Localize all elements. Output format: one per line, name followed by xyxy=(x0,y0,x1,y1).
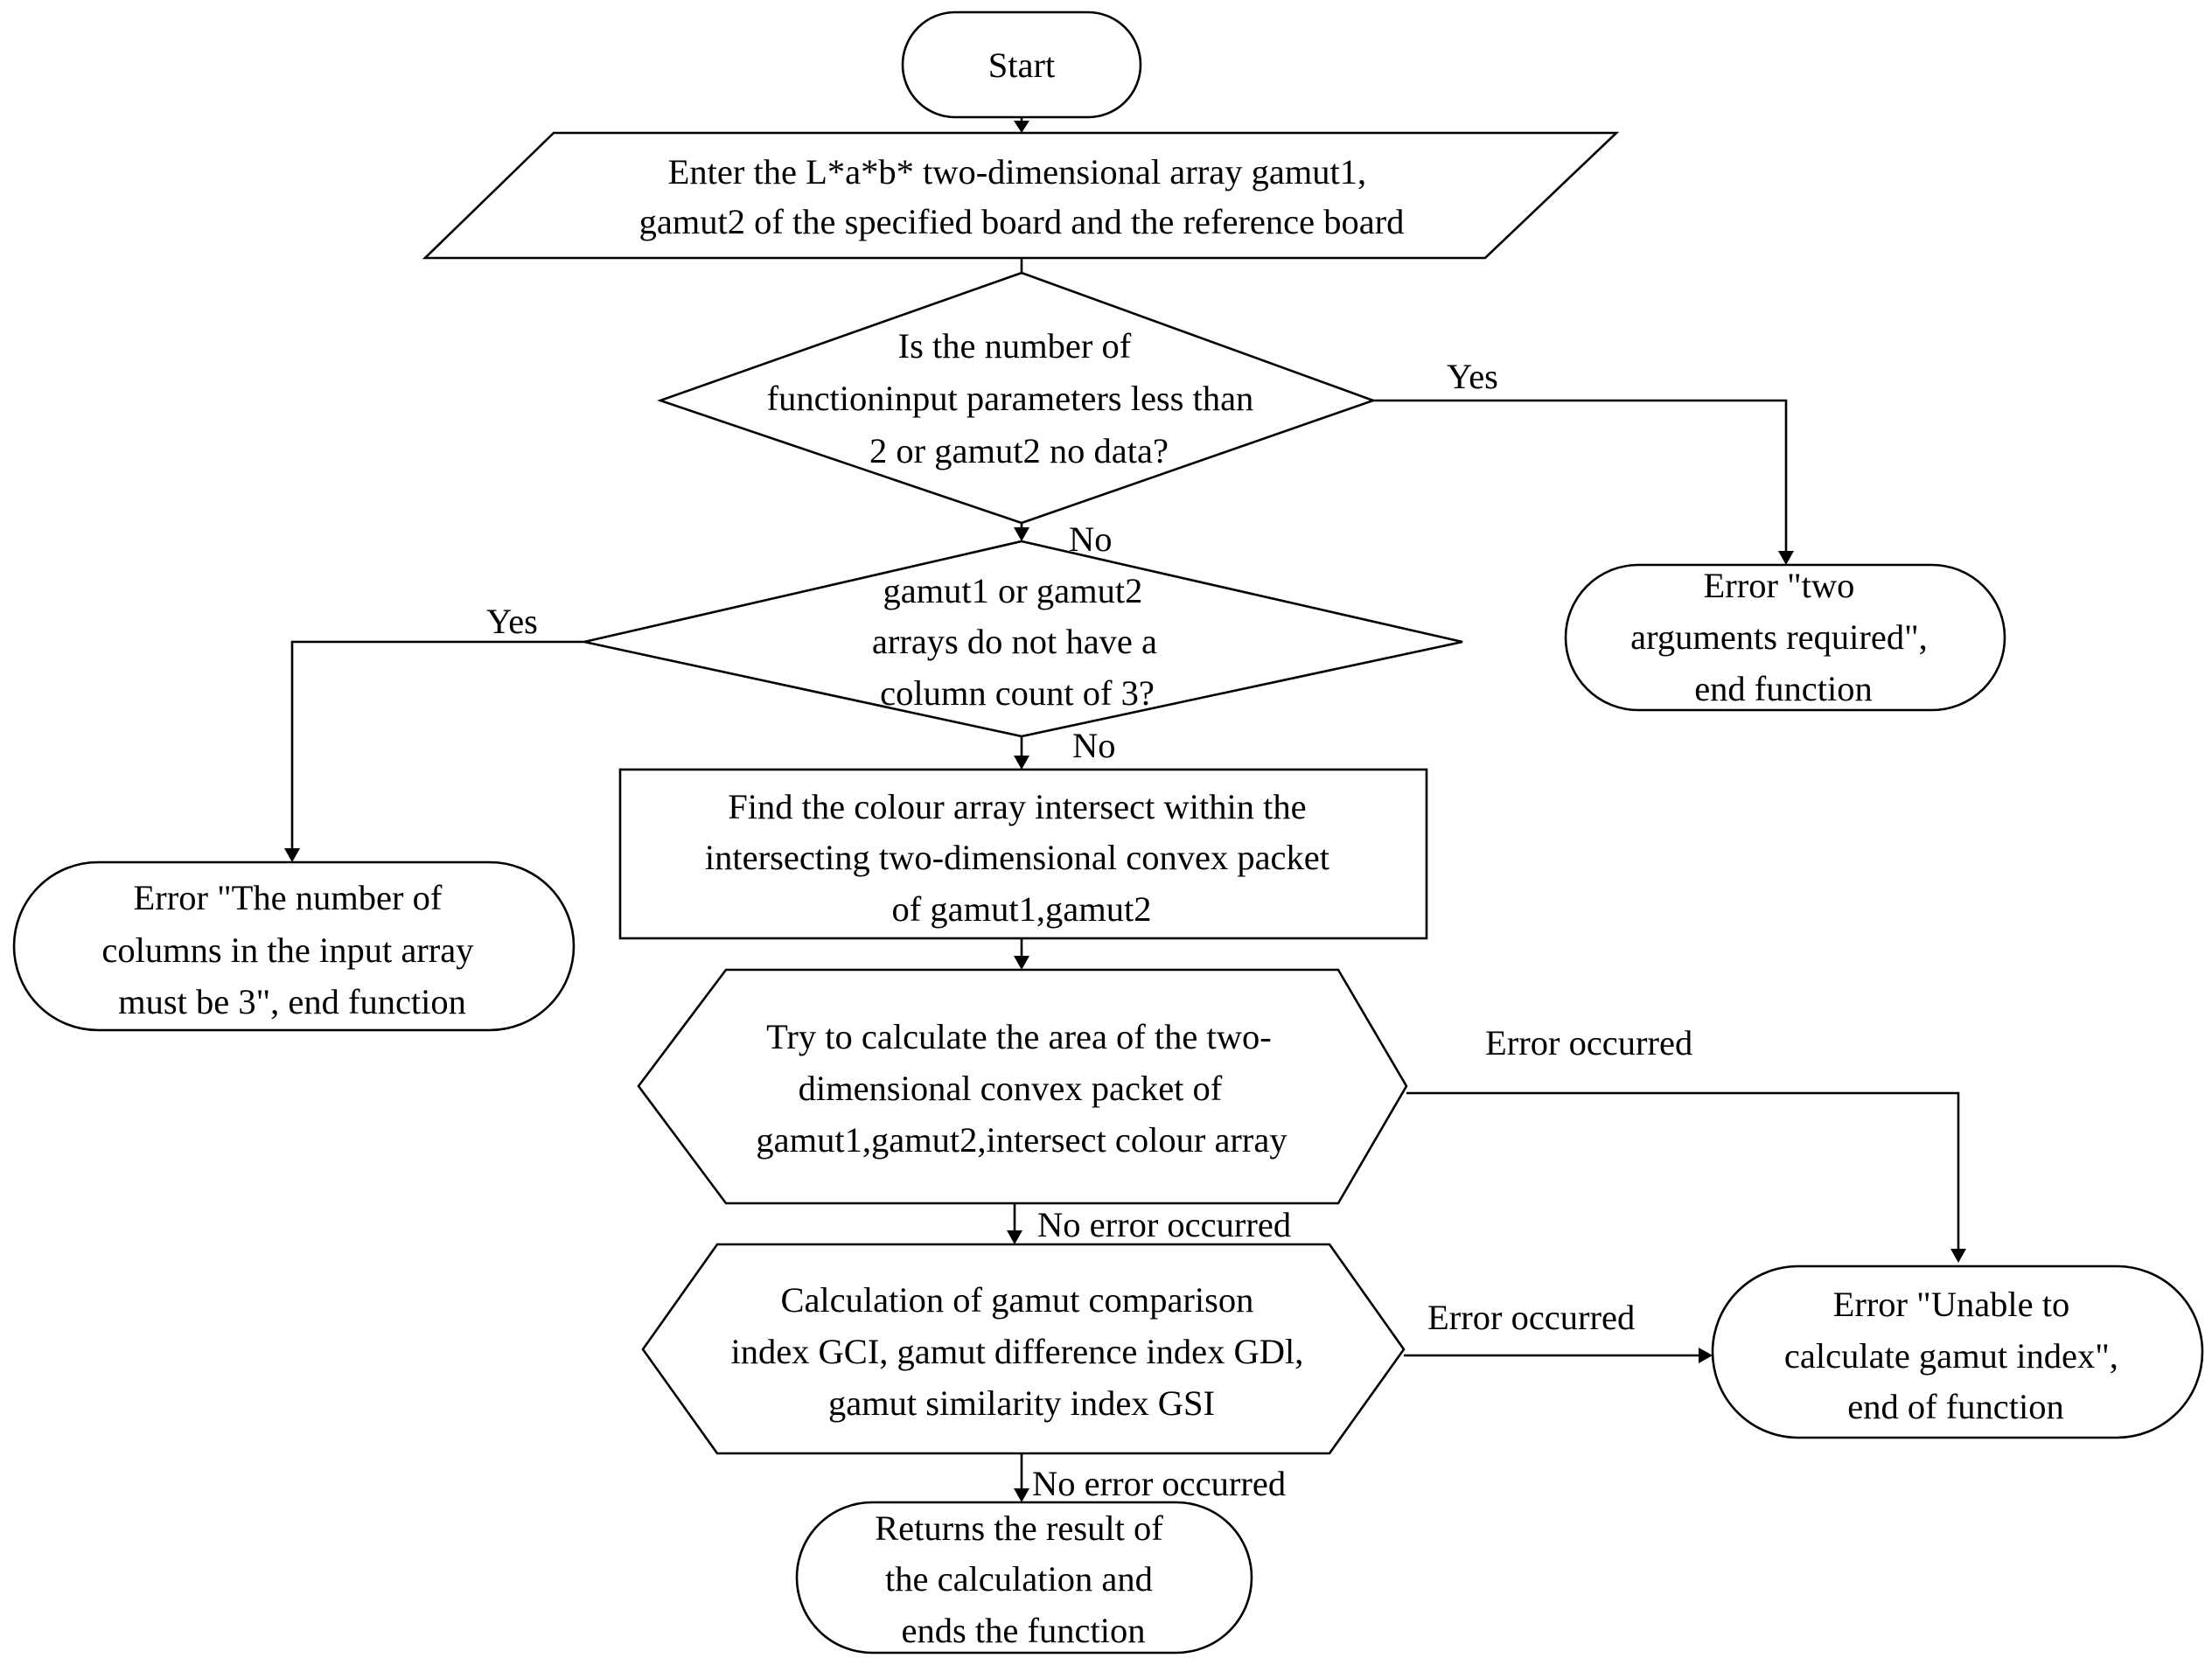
input-label: Enter the L*a*b* two-dimensional array g… xyxy=(639,152,1405,241)
arrowhead xyxy=(284,848,300,862)
edge-label-d1-yes: Yes xyxy=(1447,357,1498,396)
find-intersect-label: Find the colour array intersect within t… xyxy=(705,787,1338,929)
arrowhead xyxy=(1014,956,1029,970)
error-columns-terminal xyxy=(12,860,576,1032)
arrowhead xyxy=(1014,527,1029,541)
calc-indices-label: Calculation of gamut comparison index GC… xyxy=(730,1280,1312,1423)
edge-label-d2-yes: Yes xyxy=(486,602,538,641)
arrowhead xyxy=(1007,1230,1022,1244)
return-result-terminal xyxy=(795,1501,1253,1655)
connector-try-error xyxy=(1406,1091,1960,1249)
error-two-arguments-label: Error "two arguments required", end func… xyxy=(1630,566,1936,708)
arrowhead xyxy=(1014,121,1029,133)
edge-label-try-error: Error occurred xyxy=(1485,1023,1692,1062)
decision-argument-count xyxy=(657,271,1377,525)
connector-decision2-yes xyxy=(290,640,584,848)
try-area-preparation xyxy=(637,968,1408,1205)
edge-label-d2-no: No xyxy=(1072,726,1116,765)
error-columns-label: Error "The number of columns in the inpu… xyxy=(101,878,482,1021)
find-intersect-process xyxy=(618,768,1428,940)
decision-argument-count-label: Is the number of functioninput parameter… xyxy=(767,326,1263,470)
input-parallelogram xyxy=(422,131,1620,260)
arrowhead xyxy=(1778,551,1794,565)
edge-label-calc-error: Error occurred xyxy=(1427,1298,1635,1337)
start-label: Start xyxy=(988,45,1056,85)
connector-decision1-yes xyxy=(1373,399,1788,551)
return-result-label: Returns the result of the calculation an… xyxy=(875,1508,1172,1650)
error-gamut-index-terminal xyxy=(1711,1264,2204,1439)
arrowhead xyxy=(1699,1348,1713,1363)
decision-column-count-label: gamut1 or gamut2 arrays do not have a co… xyxy=(872,571,1166,713)
arrowhead xyxy=(1014,1488,1029,1502)
error-gamut-index-label: Error "Unable to calculate gamut index",… xyxy=(1784,1285,2127,1426)
try-area-label: Try to calculate the area of the two- di… xyxy=(756,1017,1287,1160)
decision-column-count xyxy=(583,540,1463,738)
edge-label-try-ok: No error occurred xyxy=(1037,1205,1291,1244)
edge-label-d1-no: No xyxy=(1069,519,1113,559)
arrowhead xyxy=(1950,1249,1966,1263)
edge-label-calc-ok: No error occurred xyxy=(1032,1464,1286,1503)
error-two-arguments-terminal xyxy=(1564,563,2006,712)
start-terminal xyxy=(901,10,1142,119)
arrowhead xyxy=(1014,756,1029,770)
calc-indices-preparation xyxy=(641,1243,1406,1455)
